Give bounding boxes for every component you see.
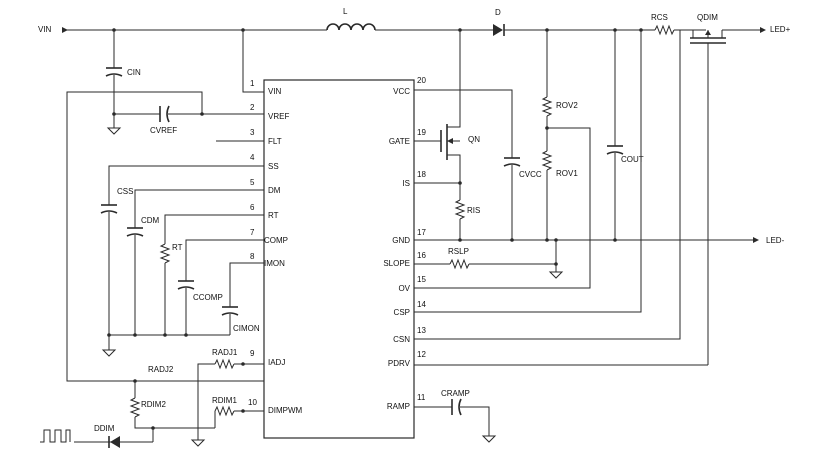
net-led-minus-label: LED-	[766, 236, 785, 245]
ground-symbol	[106, 127, 122, 135]
controller-ic	[263, 79, 415, 439]
pin-num-16: 16	[417, 251, 426, 260]
rdim1-label: RDIM1	[212, 396, 237, 405]
cin-label: CIN	[127, 68, 141, 77]
radj1-label: RADJ1	[212, 348, 238, 357]
rcs-resistor	[654, 24, 675, 36]
pin-num-14: 14	[417, 300, 426, 309]
pin-label-rt: RT	[268, 211, 279, 220]
cout-label: COUT	[621, 155, 644, 164]
pin-label-dm: DM	[268, 186, 281, 195]
ddim-label: DDIM	[94, 424, 115, 433]
pin-label-dimpwm: DIMPWM	[268, 406, 303, 415]
net-vin-label: VIN	[38, 25, 52, 34]
pin-num-17: 17	[417, 228, 426, 237]
pin-label-gnd: GND	[392, 236, 410, 245]
pin-num-6: 6	[250, 203, 255, 212]
ccomp-label: CCOMP	[193, 293, 223, 302]
cvref-label: CVREF	[150, 126, 177, 135]
pin-num-15: 15	[417, 275, 426, 284]
qn-label: QN	[468, 135, 480, 144]
diode-d-label: D	[495, 8, 501, 17]
cdm-label: CDM	[141, 216, 160, 225]
pin-num-19: 19	[417, 128, 426, 137]
rdim2-label: RDIM2	[141, 400, 166, 409]
rslp-label: RSLP	[448, 247, 469, 256]
net-led-plus-label: LED+	[770, 25, 791, 34]
pin-num-18: 18	[417, 170, 426, 179]
rslp-resistor	[449, 258, 470, 270]
pin-num-3: 3	[250, 128, 255, 137]
cvcc-label: CVCC	[519, 170, 542, 179]
pin-label-csn: CSN	[393, 335, 410, 344]
pin-label-ramp: RAMP	[387, 402, 410, 411]
pin-label-slope: SLOPE	[383, 259, 410, 268]
radj2-label: RADJ2	[148, 365, 174, 374]
pin-num-9: 9	[250, 349, 255, 358]
pin-num-7: 7	[250, 228, 255, 237]
cimon-label: CIMON	[233, 324, 260, 333]
pwm-pulse-icon	[40, 429, 71, 443]
pin-num-8: 8	[250, 252, 255, 261]
pin-label-vcc: VCC	[393, 87, 410, 96]
pin-num-11: 11	[417, 393, 426, 402]
rov2-resistor	[541, 96, 553, 117]
inductor-symbol	[326, 23, 376, 31]
pin-num-13: 13	[417, 326, 426, 335]
pin-label-ov: OV	[398, 284, 410, 293]
ic-right-pins: VCC 20 GATE 19 IS 18 GND 17 SLOPE 16 OV …	[383, 76, 426, 411]
rt-resistor	[159, 243, 171, 264]
pin-label-comp: COMP	[264, 236, 288, 245]
pin-label-flt: FLT	[268, 137, 282, 146]
rdim1-resistor	[214, 405, 235, 417]
ic-left-pins: VIN 1 VREF 2 FLT 3 SS 4 DM 5 RT 6 COMP 7…	[248, 79, 303, 415]
pin-label-iadj: IADJ	[268, 358, 285, 367]
cin-capacitor	[105, 30, 123, 128]
pin-label-csp: CSP	[394, 308, 410, 317]
pin-num-4: 4	[250, 153, 255, 162]
rcs-label: RCS	[651, 13, 668, 22]
rov1-resistor	[541, 150, 553, 171]
qdim-mosfet-symbol	[690, 29, 726, 365]
pin-label-vin: VIN	[268, 87, 282, 96]
radj1-resistor	[214, 358, 235, 370]
qdim-label: QDIM	[697, 13, 718, 22]
rov1-label: ROV1	[556, 169, 578, 178]
inductor-label: L	[343, 7, 348, 16]
pin-label-ss: SS	[268, 162, 279, 171]
pin-num-1: 1	[250, 79, 255, 88]
pin-label-is: IS	[402, 179, 410, 188]
rov2-label: ROV2	[556, 101, 578, 110]
cramp-label: CRAMP	[441, 389, 470, 398]
pin-label-imon: IMON	[264, 259, 285, 268]
ris-resistor	[454, 199, 466, 220]
ris-label: RIS	[467, 206, 480, 215]
pin-num-12: 12	[417, 350, 426, 359]
css-label: CSS	[117, 187, 133, 196]
pin-label-gate: GATE	[389, 137, 410, 146]
pin-num-2: 2	[250, 103, 255, 112]
pin-num-5: 5	[250, 178, 255, 187]
pin-label-vref: VREF	[268, 112, 289, 121]
pin-label-pdrv: PDRV	[388, 359, 411, 368]
rdim2-resistor	[129, 397, 141, 418]
ddim-diode-symbol	[108, 436, 120, 448]
rt-label: RT	[172, 243, 183, 252]
pin-num-10: 10	[248, 398, 257, 407]
diode-d-symbol	[493, 24, 505, 36]
top-rail: VIN L D RCS QDIM LED+	[38, 7, 791, 365]
pin-num-20: 20	[417, 76, 426, 85]
